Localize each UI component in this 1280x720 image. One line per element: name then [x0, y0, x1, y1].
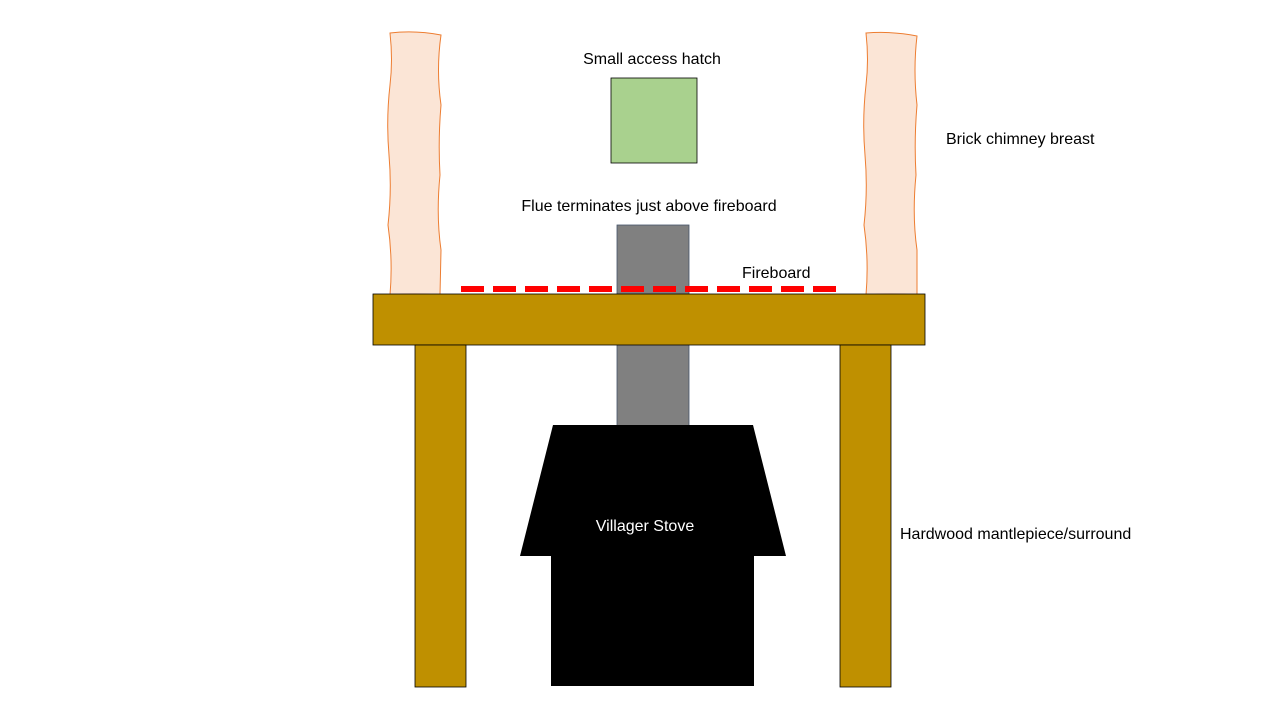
villager-stove: [520, 425, 786, 686]
mantlepiece-label: Hardwood mantlepiece/surround: [900, 526, 1131, 543]
access-hatch: [610, 77, 698, 164]
chimney-breast-right-pillar: [863, 31, 918, 296]
chimney-breast-left-pillar: [387, 31, 442, 296]
stove-label: Villager Stove: [596, 518, 695, 535]
mantle-left-leg: [414, 344, 467, 688]
flue-label: Flue terminates just above fireboard: [521, 198, 776, 215]
chimney-breast-label: Brick chimney breast: [946, 131, 1095, 148]
mantle-shelf: [372, 293, 926, 346]
access-hatch-label: Small access hatch: [583, 51, 721, 68]
mantle-right-leg: [839, 344, 892, 688]
fireboard-label: Fireboard: [742, 265, 810, 282]
